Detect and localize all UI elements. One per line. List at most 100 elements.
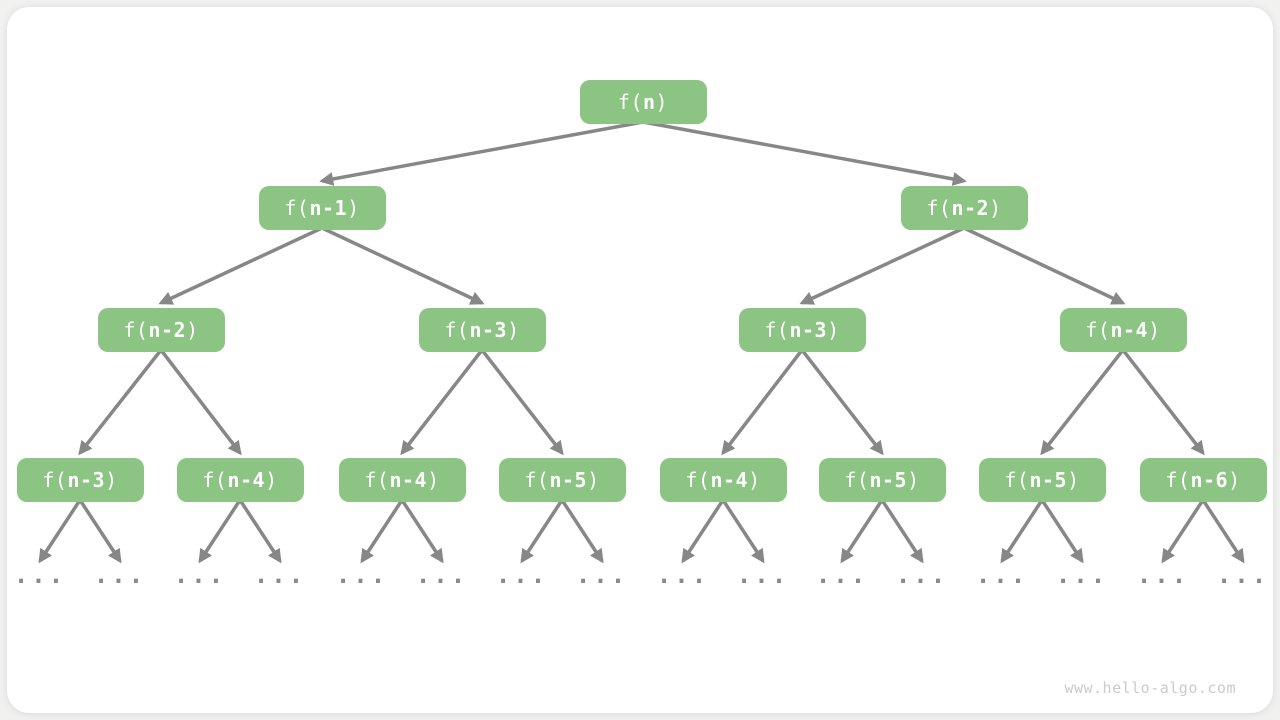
ellipsis-leaf: ... bbox=[93, 561, 147, 589]
edge-arrow bbox=[78, 348, 163, 456]
watermark-url: www.hello-algo.com bbox=[1064, 679, 1236, 697]
tree-node: f(n-1) bbox=[258, 186, 386, 230]
edge-arrow bbox=[1040, 348, 1125, 456]
edge-arrow bbox=[880, 499, 924, 564]
tree-node: f(n-4) bbox=[1059, 308, 1187, 352]
tree-node: f(n-3) bbox=[738, 308, 866, 352]
node-label-prefix: f( bbox=[685, 468, 711, 492]
node-label-prefix: f( bbox=[123, 318, 149, 342]
node-label-variable: n-5 bbox=[869, 468, 908, 492]
ellipsis-leaf: ... bbox=[736, 561, 790, 589]
node-label-suffix: ) bbox=[427, 468, 440, 492]
edge-arrow bbox=[520, 499, 564, 564]
node-label-variable: n-1 bbox=[309, 196, 348, 220]
node-label-prefix: f( bbox=[364, 468, 390, 492]
edge-arrow bbox=[78, 499, 122, 564]
node-label-suffix: ) bbox=[587, 468, 600, 492]
ellipsis-leaf: ... bbox=[1055, 561, 1109, 589]
edge-arrow bbox=[480, 348, 564, 456]
node-label-prefix: f( bbox=[844, 468, 870, 492]
edge-arrow bbox=[721, 499, 765, 564]
ellipsis-leaf: ... bbox=[253, 561, 307, 589]
edge-arrow bbox=[198, 499, 242, 564]
ellipsis-leaf: ... bbox=[335, 561, 389, 589]
node-label-suffix: ) bbox=[105, 468, 118, 492]
ellipsis-leaf: ... bbox=[1216, 561, 1270, 589]
node-label-suffix: ) bbox=[1228, 468, 1241, 492]
edge-arrow bbox=[963, 226, 1126, 305]
node-label-variable: n-4 bbox=[389, 468, 428, 492]
node-label-suffix: ) bbox=[989, 196, 1002, 220]
node-label-variable: n-3 bbox=[67, 468, 106, 492]
edge-arrow bbox=[1000, 499, 1044, 564]
tree-node: f(n-5) bbox=[978, 458, 1106, 502]
node-label-prefix: f( bbox=[444, 318, 470, 342]
node-label-prefix: f( bbox=[617, 90, 643, 114]
edge-arrow bbox=[400, 348, 484, 456]
node-label-prefix: f( bbox=[1165, 468, 1191, 492]
node-label-prefix: f( bbox=[202, 468, 228, 492]
node-label-prefix: f( bbox=[42, 468, 68, 492]
ellipsis-leaf: ... bbox=[415, 561, 469, 589]
node-label-variable: n-4 bbox=[1110, 318, 1149, 342]
edge-arrow bbox=[560, 499, 604, 564]
ellipsis-leaf: ... bbox=[895, 561, 949, 589]
node-label-variable: n-5 bbox=[549, 468, 588, 492]
tree-node: f(n-4) bbox=[659, 458, 787, 502]
node-label-suffix: ) bbox=[265, 468, 278, 492]
tree-node: f(n-5) bbox=[498, 458, 626, 502]
edge-arrow bbox=[1201, 499, 1245, 564]
node-label-prefix: f( bbox=[764, 318, 790, 342]
ellipsis-leaf: ... bbox=[975, 561, 1029, 589]
edge-arrow bbox=[840, 499, 884, 564]
edge-arrow bbox=[360, 499, 404, 564]
edge-arrow bbox=[642, 120, 967, 186]
node-label-variable: n-5 bbox=[1029, 468, 1068, 492]
tree-node: f(n-5) bbox=[818, 458, 946, 502]
diagram-card bbox=[7, 7, 1273, 713]
node-label-suffix: ) bbox=[827, 318, 840, 342]
node-label-variable: n-2 bbox=[148, 318, 187, 342]
edge-arrow bbox=[38, 499, 82, 564]
tree-node: f(n-4) bbox=[176, 458, 304, 502]
node-label-variable: n-6 bbox=[1190, 468, 1229, 492]
ellipsis-leaf: ... bbox=[495, 561, 549, 589]
node-label-suffix: ) bbox=[748, 468, 761, 492]
edge-arrow bbox=[321, 226, 485, 305]
edge-arrow bbox=[721, 348, 804, 456]
node-label-prefix: f( bbox=[284, 196, 310, 220]
ellipsis-leaf: ... bbox=[1136, 561, 1190, 589]
tree-node: f(n-6) bbox=[1139, 458, 1267, 502]
edge-arrow bbox=[681, 499, 725, 564]
edge-arrow bbox=[158, 226, 323, 305]
tree-node: f(n-4) bbox=[338, 458, 466, 502]
edge-arrow bbox=[159, 348, 242, 456]
node-label-variable: n-3 bbox=[789, 318, 828, 342]
node-label-prefix: f( bbox=[1085, 318, 1111, 342]
edge-arrow bbox=[319, 120, 644, 186]
node-label-suffix: ) bbox=[1067, 468, 1080, 492]
edge-arrow bbox=[400, 499, 444, 564]
node-label-variable: n-3 bbox=[469, 318, 508, 342]
node-label-variable: n-4 bbox=[710, 468, 749, 492]
ellipsis-leaf: ... bbox=[13, 561, 67, 589]
node-label-variable: n bbox=[643, 90, 656, 114]
tree-node: f(n) bbox=[579, 80, 707, 124]
node-label-prefix: f( bbox=[926, 196, 952, 220]
node-label-suffix: ) bbox=[655, 90, 669, 114]
tree-node: f(n-3) bbox=[16, 458, 144, 502]
edge-arrow bbox=[1121, 348, 1205, 456]
node-label-suffix: ) bbox=[186, 318, 199, 342]
ellipsis-leaf: ... bbox=[575, 561, 629, 589]
edge-arrow bbox=[799, 226, 965, 305]
node-label-variable: n-2 bbox=[951, 196, 990, 220]
ellipsis-leaf: ... bbox=[173, 561, 227, 589]
node-label-suffix: ) bbox=[507, 318, 520, 342]
node-label-variable: n-4 bbox=[227, 468, 266, 492]
tree-node: f(n-3) bbox=[418, 308, 546, 352]
node-label-prefix: f( bbox=[1004, 468, 1030, 492]
ellipsis-leaf: ... bbox=[656, 561, 710, 589]
tree-node: f(n-2) bbox=[900, 186, 1028, 230]
